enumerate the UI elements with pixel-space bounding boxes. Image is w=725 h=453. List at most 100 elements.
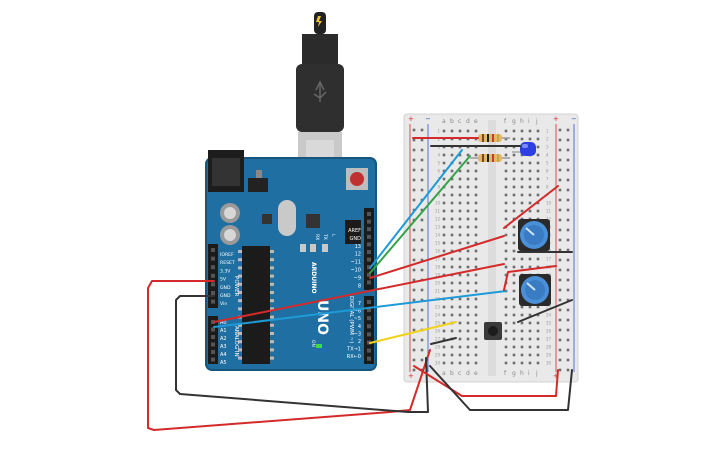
digital-pin-bottom-6: TX→1: [346, 347, 361, 353]
row-label-right-5: 5: [546, 161, 549, 166]
col-label-f: f: [504, 118, 507, 125]
row-label-right-26: 26: [546, 329, 552, 334]
row-label-right-2: 2: [546, 137, 549, 142]
col-label-h: h: [520, 118, 524, 125]
potentiometer-2[interactable]: [519, 274, 551, 306]
row-label-right-4: 4: [546, 153, 549, 158]
wire-red-pot1-rail[interactable]: [503, 185, 559, 229]
header-label-0: IOREF: [220, 252, 234, 258]
row-label-left-18: 18: [435, 265, 441, 270]
tx-label: TX: [322, 233, 328, 240]
row-label-left-28: 28: [435, 345, 441, 350]
digital-pin-top-5: ~10: [350, 268, 361, 274]
wire-red-5v[interactable]: [147, 280, 431, 431]
potentiometer-icon[interactable]: [518, 219, 550, 251]
board-name: UNO: [314, 300, 330, 335]
col-label-a: a: [442, 118, 446, 125]
row-label-right-1: 1: [546, 129, 549, 134]
digital-label: DIGITAL (PWM ~): [348, 296, 354, 343]
power-label: POWER: [233, 276, 239, 297]
rail-plus-right: +: [553, 115, 559, 123]
digital-pin-bottom-3: 4: [358, 324, 361, 330]
row-label-left-26: 26: [435, 329, 441, 334]
row-label-left-9: 9: [437, 193, 440, 198]
wire-black-rail-bridge[interactable]: [429, 365, 573, 411]
row-label-right-17: 17: [546, 257, 552, 262]
row-label-left-6: 6: [437, 169, 440, 174]
digital-pin-bottom-5: 2: [358, 339, 361, 345]
row-label-left-21: 21: [435, 289, 441, 294]
wire-black-button[interactable]: [430, 337, 457, 345]
digital-pin-top-2: 13: [355, 244, 361, 250]
rx-label: RX: [314, 234, 320, 240]
wire-red-rail-bridge[interactable]: [413, 365, 559, 397]
header-label-6: Vin: [220, 301, 227, 307]
row-label-left-20: 20: [435, 281, 441, 286]
brand-label: ARDUINO: [310, 262, 317, 293]
col-label-bottom-b: b: [450, 370, 454, 377]
col-label-bottom-h: h: [520, 370, 524, 377]
col-label-c: c: [458, 118, 461, 125]
digital-pin-top-0: AREF: [348, 228, 361, 234]
row-label-right-27: 27: [546, 337, 552, 342]
col-label-d: d: [466, 118, 470, 125]
row-label-right-7: 7: [546, 177, 549, 182]
wire-red-a0[interactable]: [213, 263, 505, 323]
on-label: ON: [310, 340, 316, 347]
row-label-left-29: 29: [435, 353, 441, 358]
row-label-left-25: 25: [435, 321, 441, 326]
row-label-left-23: 23: [435, 305, 441, 310]
rail-minus-left: −: [425, 115, 431, 123]
wire-yellow-d2[interactable]: [369, 321, 457, 344]
row-label-right-24: 24: [546, 313, 552, 318]
col-label-bottom-f: f: [504, 370, 507, 377]
row-label-right-23: 23: [546, 305, 552, 310]
l-label: L: [330, 234, 336, 237]
row-label-left-1: 1: [437, 129, 440, 134]
row-label-left-3: 3: [437, 145, 440, 150]
header-label-3: 5V: [220, 277, 227, 283]
analog-in-label: ANALOG IN: [233, 326, 239, 357]
header-label-5: GND: [220, 293, 231, 299]
row-label-left-2: 2: [437, 137, 440, 142]
wire-green-d11[interactable]: [369, 155, 471, 274]
row-label-left-27: 27: [435, 337, 441, 342]
wire-red-pot2-rail[interactable]: [503, 265, 557, 291]
row-label-right-10: 10: [546, 201, 552, 206]
row-label-right-8: 8: [546, 185, 549, 190]
wire-red-d10[interactable]: [369, 235, 505, 279]
wire-blue-d12[interactable]: [369, 149, 463, 269]
col-label-bottom-e: e: [474, 370, 478, 377]
analog-pin-a0: A0: [220, 320, 227, 326]
resistor-2[interactable]: [470, 154, 510, 162]
wire-black-gnd[interactable]: [175, 295, 429, 413]
row-label-right-29: 29: [546, 353, 552, 358]
digital-pin-bottom-0: 7: [358, 301, 361, 307]
digital-pin-top-7: 8: [358, 283, 361, 289]
row-label-left-17: 17: [435, 257, 441, 262]
row-label-left-14: 14: [435, 233, 441, 238]
row-label-left-15: 15: [435, 241, 441, 246]
analog-pin-a5: A5: [220, 360, 227, 366]
digital-pin-bottom-1: ~6: [354, 309, 361, 315]
digital-pin-top-6: ~9: [354, 275, 361, 281]
digital-pin-top-4: ~11: [350, 260, 361, 266]
row-label-right-12: 12: [546, 217, 552, 222]
row-label-right-11: 11: [546, 209, 552, 214]
row-label-right-25: 25: [546, 321, 552, 326]
row-label-right-3: 3: [546, 145, 549, 150]
rail-plus-left-bottom: +: [408, 372, 414, 380]
analog-pin-a3: A3: [220, 344, 227, 350]
wire-blue-a1[interactable]: [213, 290, 507, 328]
col-label-e: e: [474, 118, 478, 125]
col-label-bottom-g: g: [512, 370, 516, 377]
col-label-bottom-j: j: [535, 370, 538, 377]
push-button-icon[interactable]: [484, 322, 502, 340]
wire-black-pot2-rail[interactable]: [517, 299, 573, 323]
row-label-left-8: 8: [437, 185, 440, 190]
analog-pin-a1: A1: [220, 328, 227, 334]
row-label-left-30: 30: [435, 361, 441, 366]
